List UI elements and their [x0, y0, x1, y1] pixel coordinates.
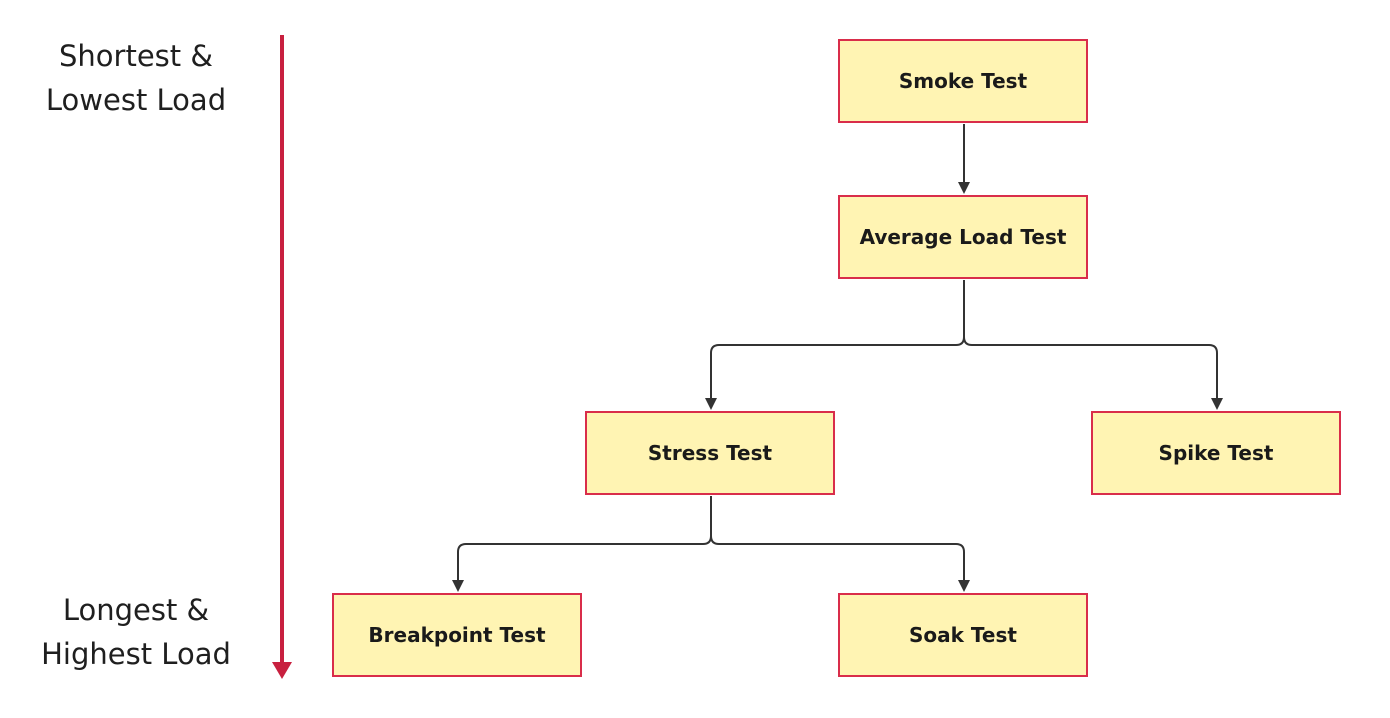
- node-soak-test: Soak Test: [838, 593, 1088, 677]
- node-label: Average Load Test: [859, 225, 1067, 249]
- node-label: Soak Test: [909, 623, 1017, 647]
- connector-arrowhead: [958, 580, 970, 592]
- axis-label-line: Lowest Load: [45, 83, 227, 117]
- axis-label-line: Highest Load: [41, 637, 231, 671]
- connector-average-to-stress: [710, 280, 965, 404]
- axis-label-line: Shortest &: [59, 39, 213, 73]
- connector-stress-to-soak: [710, 535, 965, 586]
- axis-label-shortest-lowest: Shortest & Lowest Load: [6, 34, 266, 122]
- connector-arrowhead: [705, 398, 717, 410]
- node-breakpoint-test: Breakpoint Test: [332, 593, 582, 677]
- axis-arrow-head: [272, 662, 292, 679]
- connector-arrowhead: [1211, 398, 1223, 410]
- connector-stress-to-breakpoint: [457, 496, 712, 586]
- node-average-load-test: Average Load Test: [838, 195, 1088, 279]
- node-spike-test: Spike Test: [1091, 411, 1341, 495]
- axis-label-longest-highest: Longest & Highest Load: [6, 588, 266, 676]
- connector-arrowhead: [958, 182, 970, 194]
- connector-arrowhead: [452, 580, 464, 592]
- node-label: Smoke Test: [898, 69, 1028, 93]
- node-stress-test: Stress Test: [585, 411, 835, 495]
- node-label: Stress Test: [647, 441, 773, 465]
- node-label: Breakpoint Test: [368, 623, 546, 647]
- node-smoke-test: Smoke Test: [838, 39, 1088, 123]
- axis-label-line: Longest &: [62, 593, 210, 627]
- connector-average-to-spike: [963, 336, 1218, 404]
- node-label: Spike Test: [1158, 441, 1274, 465]
